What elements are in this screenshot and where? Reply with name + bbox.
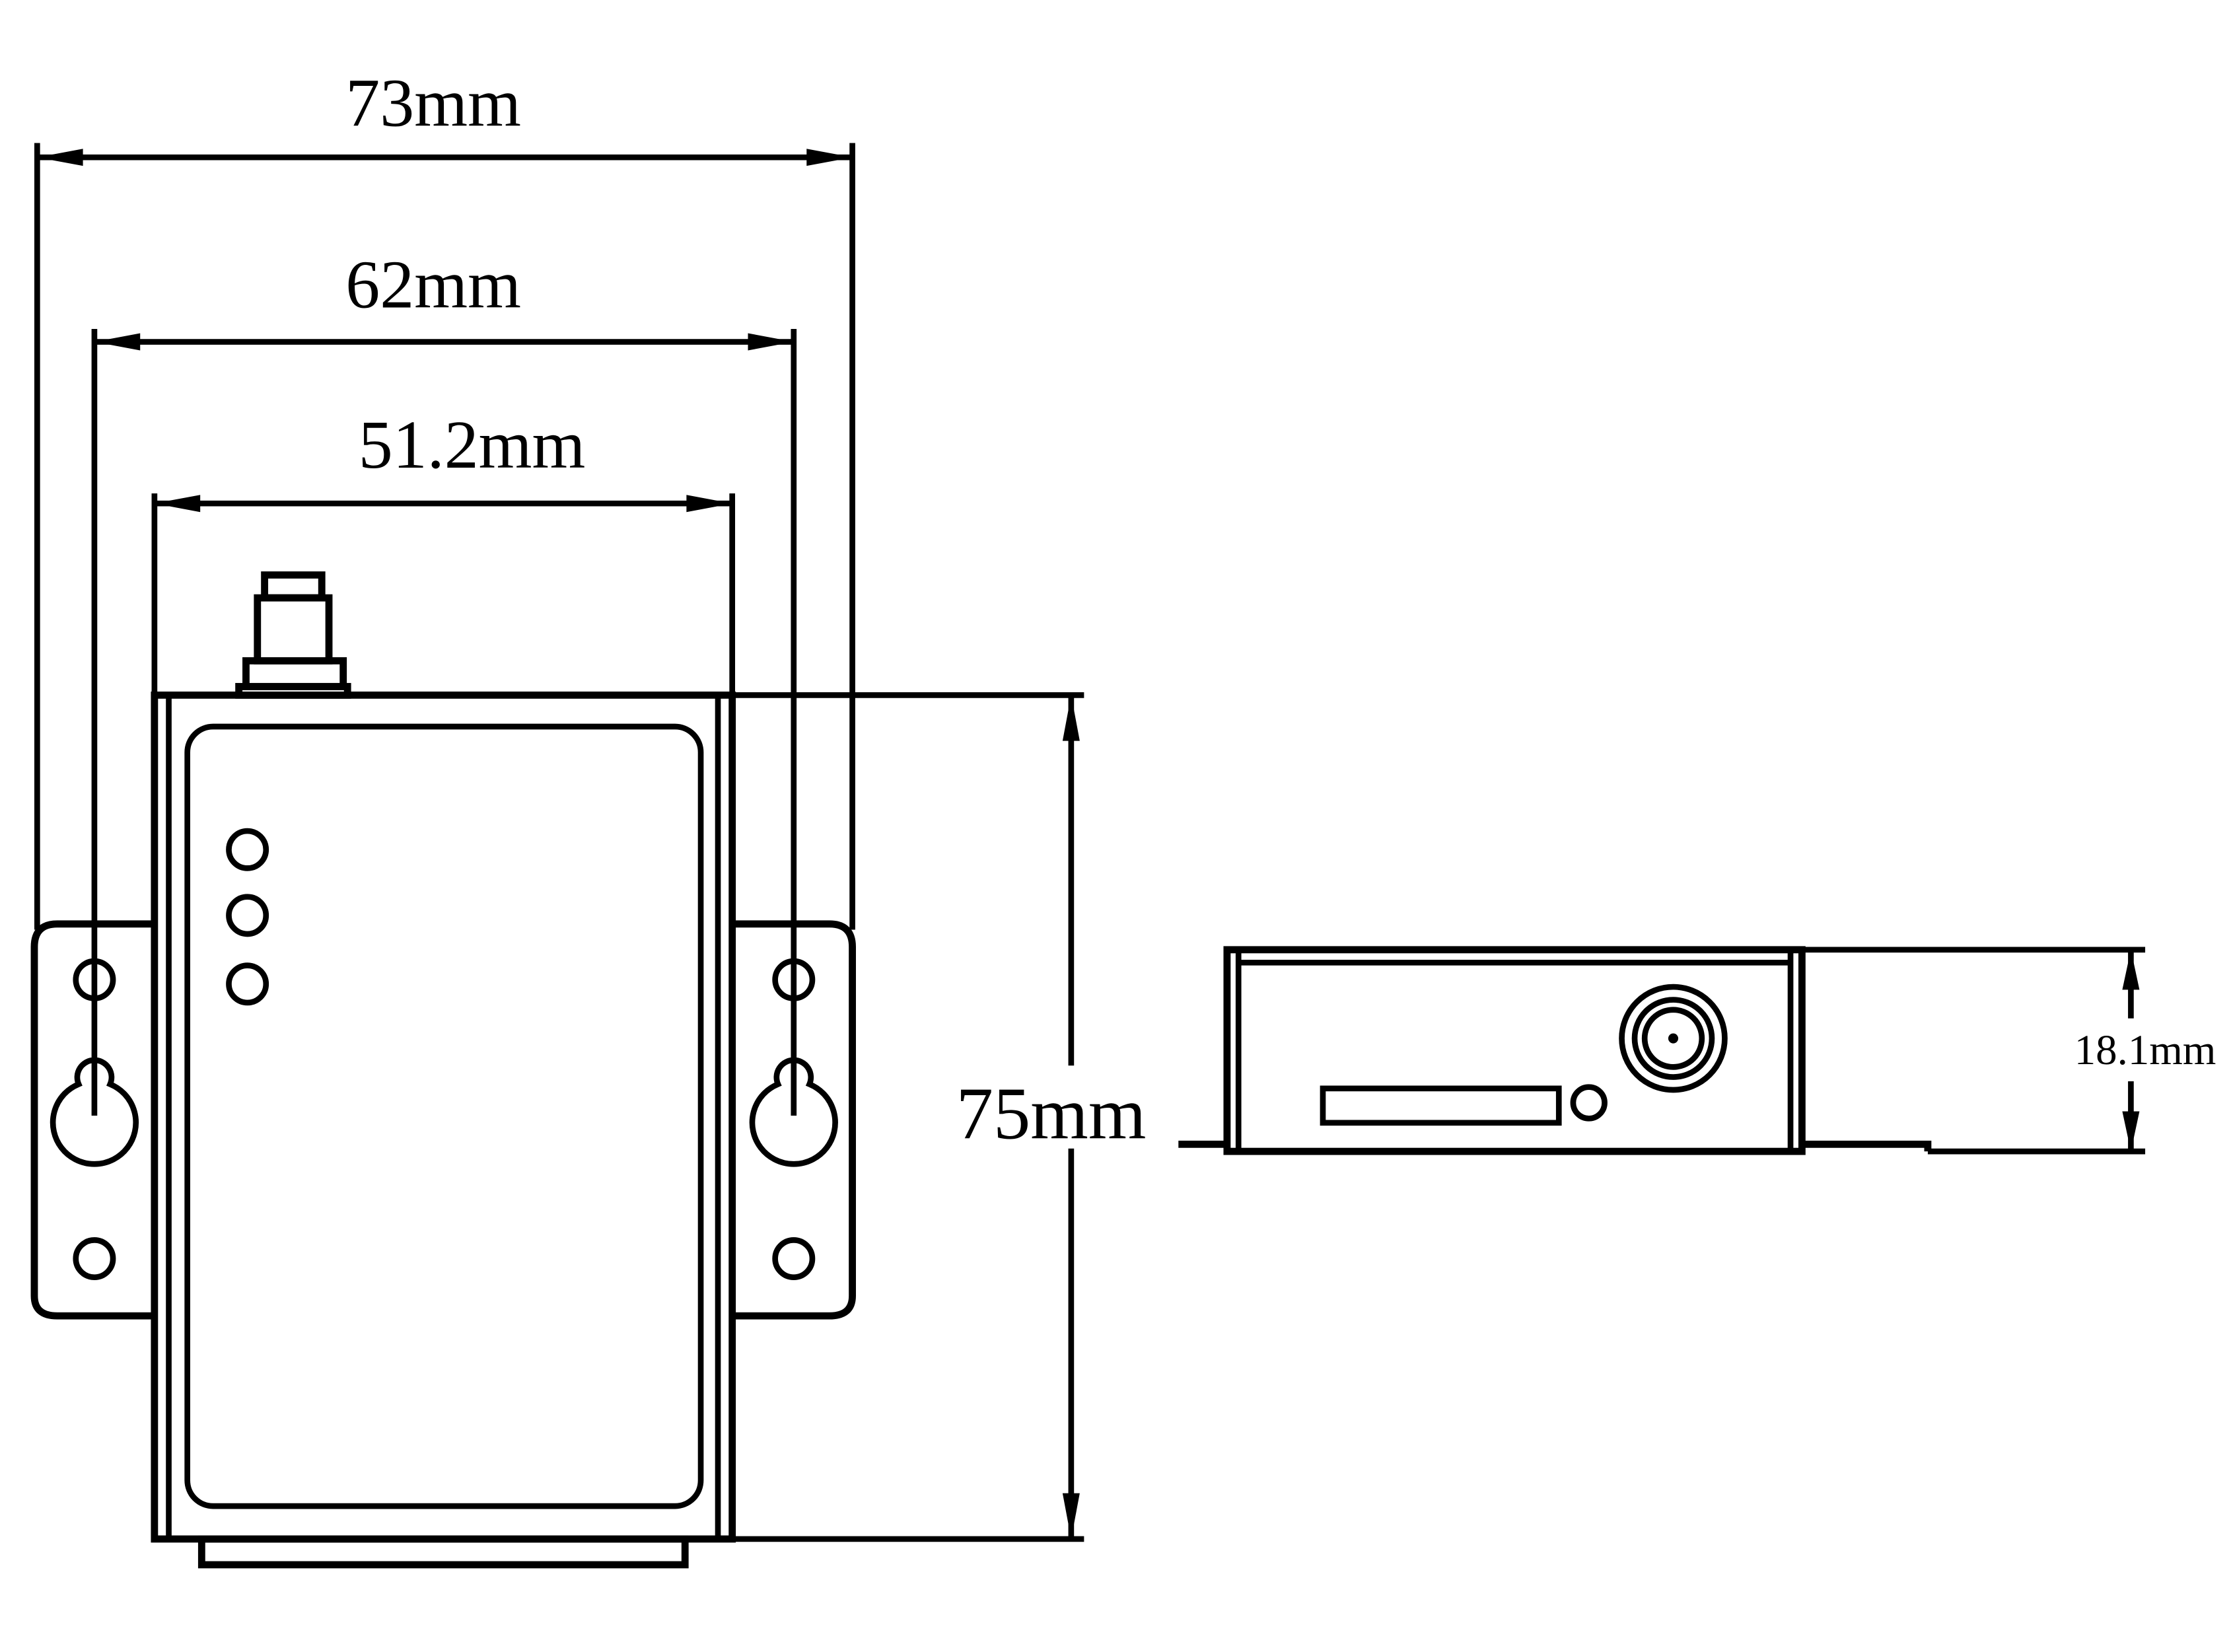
mounting-flange-right (732, 920, 856, 1320)
dim-body-width: 51.2mm (151, 407, 736, 694)
status-led (1570, 1084, 1608, 1122)
side-body-outline (1223, 946, 1806, 1155)
side-view (1178, 946, 1932, 1155)
rf-antenna-port (1619, 984, 1728, 1093)
dim-label-18-1: 18.1mm (2074, 1026, 2216, 1074)
dim-label-73: 73mm (345, 65, 521, 141)
dim-overall-width: 73mm (34, 65, 855, 930)
arrowhead-left (154, 495, 201, 513)
front-panel (184, 723, 704, 1509)
arrowhead-left (37, 149, 83, 166)
mounting-flange-left (30, 920, 155, 1320)
arrowhead-down (2122, 1111, 2140, 1152)
arrowhead-right (748, 333, 794, 351)
arrowhead-up (1062, 695, 1080, 741)
arrowhead-down (1062, 1493, 1080, 1539)
arrowhead-up (2122, 949, 2140, 990)
front-view (30, 571, 856, 1569)
led-indicator-3 (226, 962, 269, 1006)
sim-card-slot (1320, 1085, 1562, 1126)
mount-hole (772, 1237, 816, 1281)
arrowhead-left (94, 333, 141, 351)
led-indicator-2 (226, 894, 269, 937)
mount-hole (772, 958, 816, 1001)
dim-hole-spacing: 62mm (91, 247, 797, 1116)
dim-label-51-2: 51.2mm (359, 407, 586, 483)
mount-hole (73, 1237, 116, 1281)
bottom-plate (197, 1535, 689, 1569)
antenna-connector (235, 571, 351, 699)
led-indicator-1 (226, 828, 269, 871)
dim-label-62: 62mm (345, 247, 521, 323)
arrowhead-right (806, 149, 853, 166)
dim-label-75: 75mm (956, 1073, 1147, 1155)
device-body-outline (151, 691, 736, 1543)
dim-height: 75mm (732, 692, 1147, 1542)
keyhole-slot (50, 1057, 139, 1167)
dim-thickness: 18.1mm (1802, 947, 2216, 1155)
arrowhead-right (686, 495, 732, 513)
mount-hole (73, 958, 116, 1001)
keyhole-slot (749, 1057, 838, 1167)
